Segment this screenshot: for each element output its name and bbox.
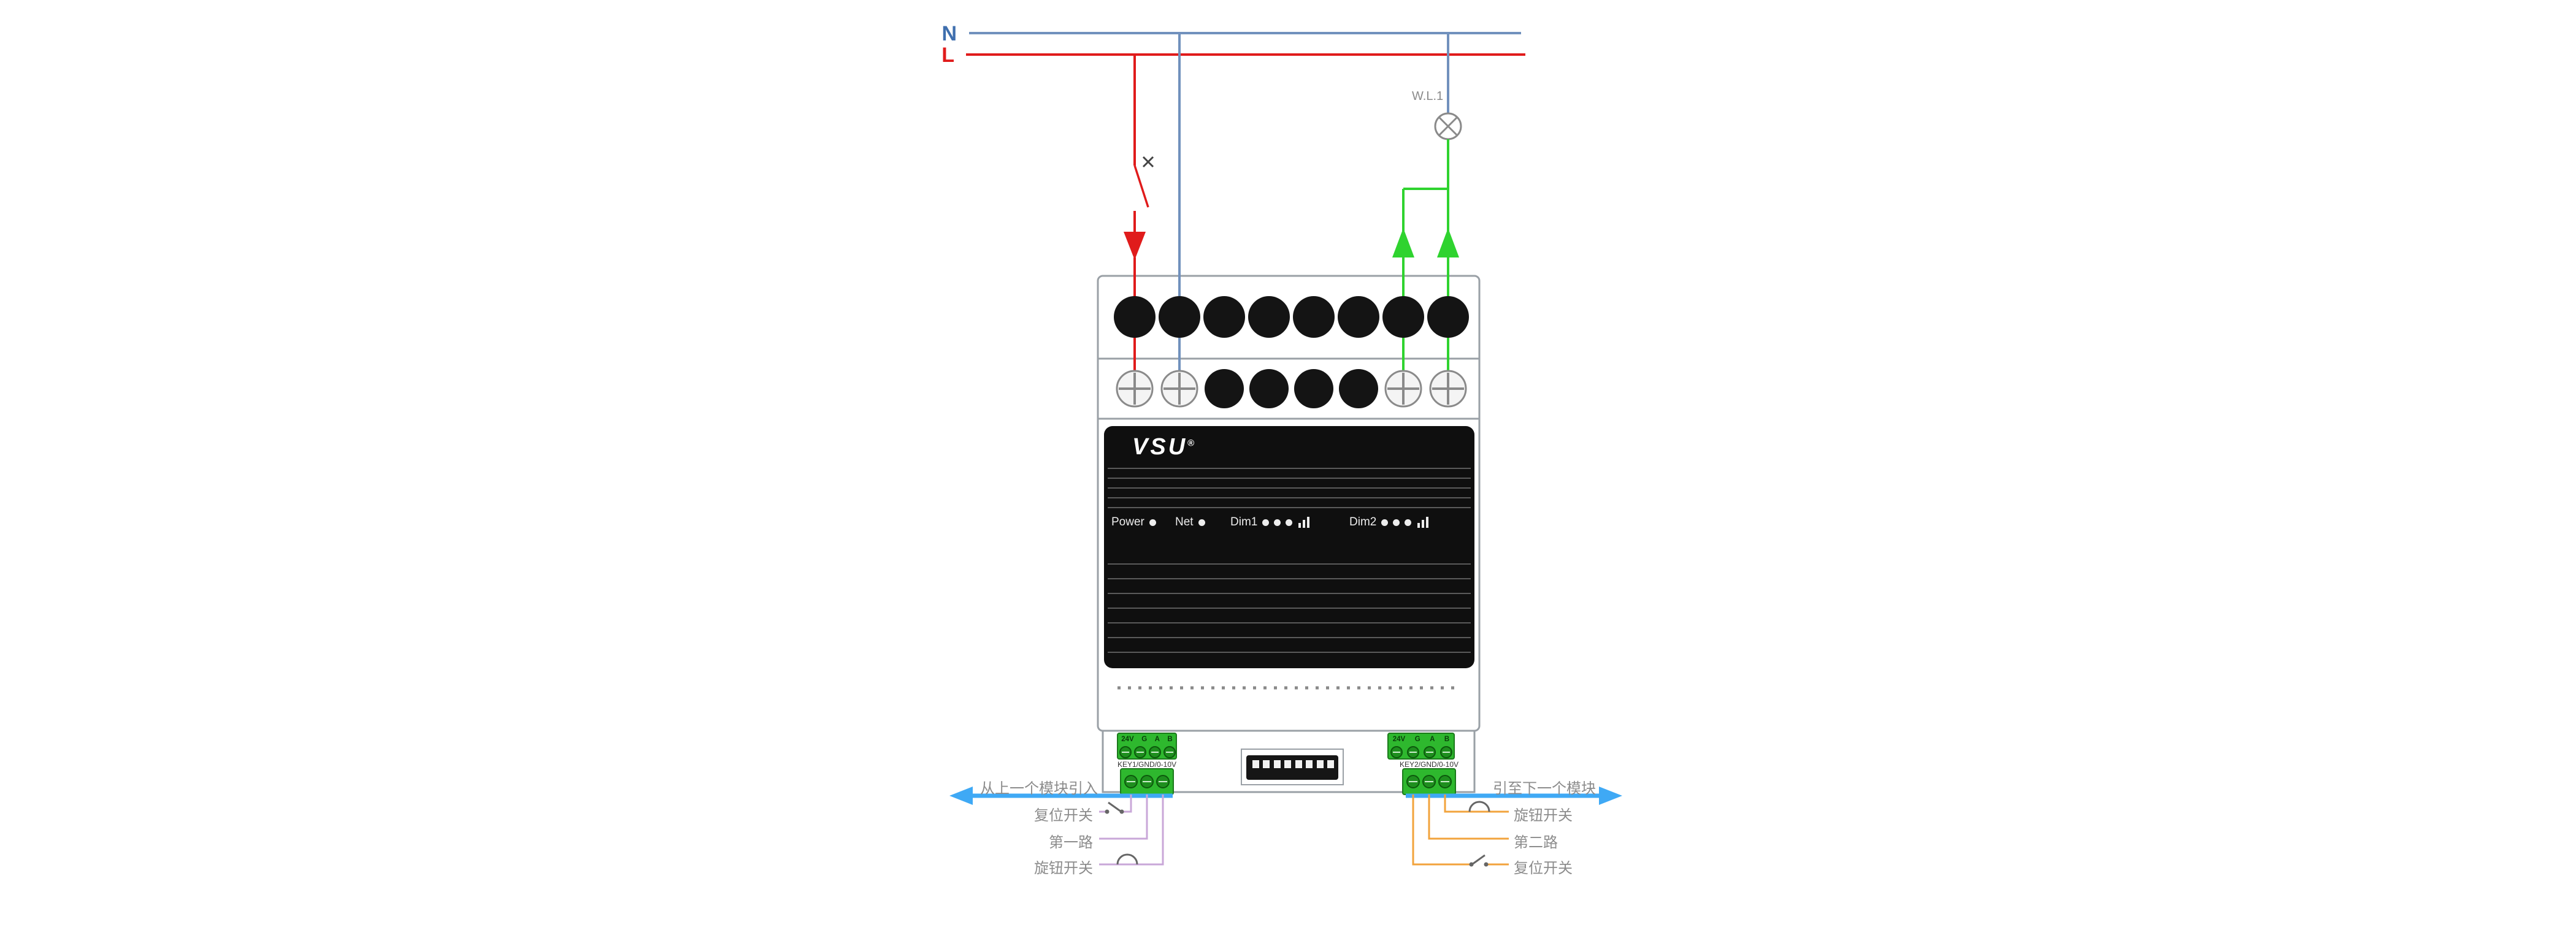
left-switch-circuit: [1099, 795, 1164, 866]
right-knob-switch-label: 旋钮开关: [1514, 807, 1573, 824]
lamp-label: W.L.1: [1412, 90, 1444, 103]
dim2-led-group: Dim2: [1349, 514, 1429, 531]
knob-switch-arc-left: [1116, 853, 1138, 865]
power-led-label: Power: [1111, 516, 1144, 528]
screw-terminal-8: [1429, 370, 1467, 408]
dim2-led-icon-3: [1405, 519, 1412, 526]
right-switch-circuit: [1412, 795, 1509, 867]
screw-terminal-row: [1116, 369, 1467, 408]
key2-terminal-label: KEY2/GND/0-10V: [1399, 760, 1459, 769]
reset-switch-blade-right: [1471, 854, 1485, 866]
dim-arrow-up-right: [1437, 228, 1459, 257]
left-terminal-b-label: B: [1167, 736, 1173, 743]
dim-arrow-up-left: [1392, 228, 1414, 257]
dim1-led-group: Dim1: [1230, 514, 1310, 531]
net-led-label: Net: [1175, 516, 1194, 528]
screw-terminal-2: [1160, 370, 1198, 408]
key1-terminal-block: [1120, 768, 1174, 795]
power-led-icon: [1149, 519, 1156, 526]
black-lug-row2: [1205, 369, 1378, 408]
dim1-led-label: Dim1: [1230, 516, 1258, 528]
brand-logo: VSU®: [1132, 434, 1194, 460]
right-power-terminal-block: [1387, 733, 1455, 760]
right-terminal-24v-label: 24V: [1392, 736, 1406, 743]
left-terminal-a-label: A: [1154, 736, 1160, 743]
left-terminal-header: 24V G A B: [1117, 734, 1176, 745]
net-led-group: Net: [1175, 514, 1205, 531]
panel-vents-lower: [1108, 563, 1471, 653]
panel-vents-upper: [1108, 468, 1471, 508]
incoming-bus-arrow: [949, 787, 1173, 805]
reset-switch-blade-left: [1108, 801, 1122, 813]
dim2-signal-bars-icon: [1417, 517, 1429, 528]
mains-lines: [966, 32, 1525, 56]
registered-mark: ®: [1187, 438, 1195, 449]
right-terminal-g-label: G: [1414, 736, 1420, 743]
right-terminal-b-label: B: [1444, 736, 1450, 743]
top-terminal-row: [1114, 296, 1469, 338]
front-panel: [1104, 426, 1474, 668]
channel1-label: 第一路: [1049, 834, 1093, 851]
key1-terminal-label: KEY1/GND/0-10V: [1117, 760, 1177, 769]
left-knob-switch-label: 旋钮开关: [1034, 860, 1093, 877]
neutral-label: N: [941, 22, 957, 45]
dim1-led-icon-2: [1274, 519, 1281, 526]
dim2-led-icon-2: [1393, 519, 1400, 526]
lamp-branch: [1434, 33, 1462, 140]
dim1-signal-bars-icon: [1298, 517, 1310, 528]
net-led-icon: [1198, 519, 1205, 526]
screw-terminal-7: [1384, 370, 1422, 408]
channel2-label: 第二路: [1514, 834, 1558, 851]
screw-terminal-1: [1116, 370, 1154, 408]
dim2-led-label: Dim2: [1349, 516, 1377, 528]
dim1-led-icon-1: [1262, 519, 1270, 526]
knob-switch-arc-right: [1468, 801, 1490, 812]
live-drop-wire: [1124, 55, 1154, 386]
left-terminal-24v-label: 24V: [1121, 736, 1134, 743]
left-reset-switch-label: 复位开关: [1034, 807, 1093, 824]
dim-output-wires: [1402, 139, 1449, 386]
lamp-cross: [1438, 116, 1459, 137]
switch-cross-mark: [1142, 156, 1154, 168]
live-arrow-down: [1124, 232, 1146, 260]
right-reset-switch-label: 复位开关: [1514, 860, 1573, 877]
live-label: L: [941, 44, 954, 67]
brand-name: VSU: [1132, 434, 1188, 460]
switch-blade: [1133, 165, 1149, 208]
left-terminal-g-label: G: [1141, 736, 1148, 743]
key2-terminal-block: [1402, 768, 1456, 795]
outgoing-bus-arrow: [1406, 787, 1622, 805]
right-terminal-a-label: A: [1430, 736, 1435, 743]
incoming-bus-label: 从上一个模块引入: [980, 780, 1098, 797]
dim1-led-icon-3: [1286, 519, 1293, 526]
outgoing-bus-label: 引至下一个模块: [1493, 780, 1596, 797]
right-terminal-header: 24V G A B: [1388, 734, 1454, 745]
dip-switch: [1241, 749, 1344, 785]
power-led-group: Power: [1111, 514, 1156, 531]
left-power-terminal-block: [1117, 733, 1177, 760]
dim2-led-icon-1: [1381, 519, 1389, 526]
